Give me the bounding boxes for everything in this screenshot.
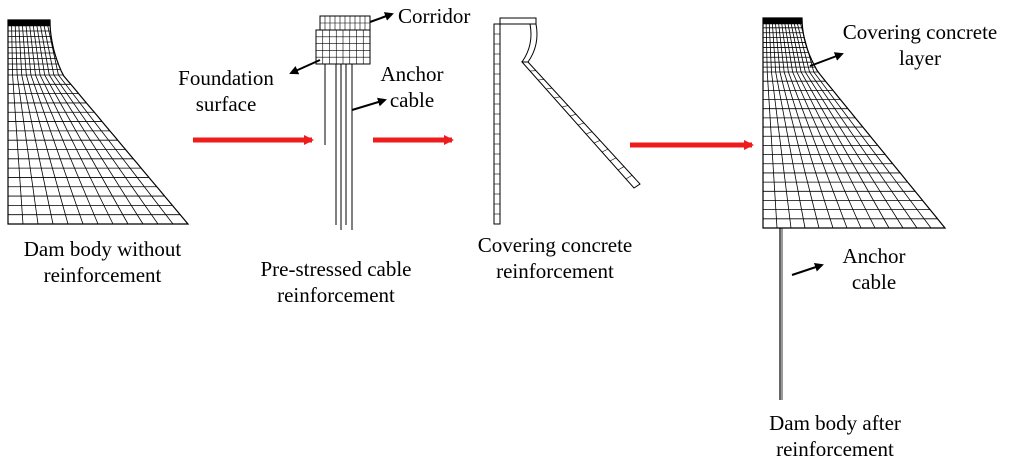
- mesh-column: [771, 17, 806, 229]
- covering-grid-line: [577, 122, 585, 126]
- covering-grid-line: [561, 105, 569, 108]
- mesh-column: [11, 19, 24, 225]
- covering-grid-line: [593, 140, 601, 144]
- mesh-column: [792, 17, 904, 229]
- covering-neck: [521, 23, 532, 63]
- label-line: Covering concrete: [842, 20, 998, 44]
- covering-grid-line: [545, 87, 553, 90]
- caption-line: Dam body without: [23, 237, 182, 261]
- layer-pointer: [809, 52, 844, 67]
- label-line: Anchor: [842, 244, 906, 268]
- label-line: Anchor: [380, 62, 444, 86]
- covering-concrete-drawing: [493, 17, 641, 225]
- mesh-column: [46, 19, 174, 225]
- covering-caption: Covering concrete reinforcement: [455, 232, 655, 284]
- anchor-pointer: [351, 97, 387, 111]
- mesh-column: [768, 17, 792, 229]
- mesh-column: [42, 19, 159, 225]
- caption-line: Pre-stressed cable: [260, 257, 412, 281]
- mesh-column: [35, 19, 129, 225]
- dam-body-caption: Dam body without reinforcement: [0, 236, 205, 288]
- mesh-column: [783, 17, 862, 229]
- mesh-column: [765, 17, 778, 229]
- final-anchor-label: Anchor cable: [834, 243, 914, 295]
- mesh-column: [28, 19, 99, 225]
- corridor-pointer: [369, 12, 394, 23]
- dam-crest: [7, 19, 51, 27]
- foundation-label: Foundation surface: [156, 65, 296, 117]
- covering-top: [499, 17, 537, 25]
- label-line: layer: [899, 46, 941, 70]
- covering-grid-line: [617, 166, 625, 171]
- caption-line: Dam body after: [769, 411, 901, 435]
- label-line: cable: [389, 88, 435, 112]
- covering-grid-line: [537, 79, 545, 81]
- dam-body-after-mesh: [762, 17, 947, 400]
- covering-neck: [527, 23, 538, 63]
- covering-slope-strip: [520, 61, 641, 189]
- mesh-column: [21, 19, 69, 225]
- final-anchor-pointer: [791, 262, 824, 276]
- covering-grid-line: [609, 157, 617, 162]
- cable-caption: Pre-stressed cable reinforcement: [236, 256, 436, 308]
- dam-crest: [762, 17, 803, 25]
- mesh-column: [25, 19, 84, 225]
- mesh-column: [18, 19, 54, 225]
- dam-body-mesh: [7, 19, 190, 225]
- caption-line: reinforcement: [277, 283, 395, 307]
- dam-outline: [7, 19, 190, 225]
- mesh-column: [789, 17, 890, 229]
- foundation-pointer: [289, 59, 321, 75]
- mesh-column: [777, 17, 834, 229]
- covering-layer-label: Covering concrete layer: [820, 19, 1020, 71]
- label-line: Foundation: [178, 66, 274, 90]
- caption-line: reinforcement: [43, 263, 162, 287]
- covering-grid-line: [585, 131, 593, 135]
- caption-line: reinforcement: [776, 437, 894, 461]
- corridor-label: Corridor: [398, 3, 470, 29]
- label-line: cable: [851, 270, 897, 294]
- mesh-column: [39, 19, 144, 225]
- covering-grid-line: [569, 113, 577, 117]
- label-line: Corridor: [398, 4, 471, 28]
- label-line: surface: [195, 92, 257, 116]
- mesh-column: [798, 17, 932, 229]
- covering-grid-line: [601, 148, 609, 153]
- final-caption: Dam body after reinforcement: [745, 410, 925, 462]
- mesh-column: [32, 19, 114, 225]
- covering-grid-line: [553, 96, 561, 99]
- caption-line: Covering concrete: [477, 233, 633, 257]
- mesh-column: [780, 17, 848, 229]
- covering-grid-line: [625, 175, 633, 180]
- anchor-cable-label: Anchor cable: [372, 61, 452, 113]
- prestressed-cable-drawing: [315, 15, 371, 230]
- mesh-column: [795, 17, 918, 229]
- mesh-column: [786, 17, 876, 229]
- caption-line: reinforcement: [496, 259, 614, 283]
- mesh-column: [14, 19, 39, 225]
- mesh-column: [774, 17, 820, 229]
